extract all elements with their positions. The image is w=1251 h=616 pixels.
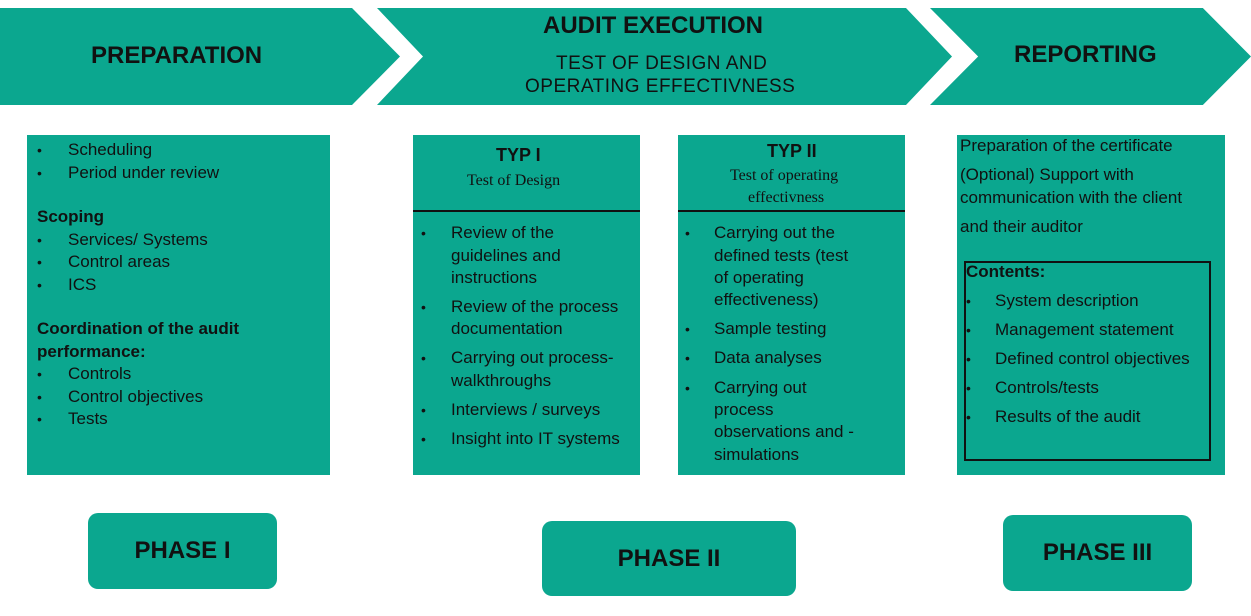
list-item: Review of the — [451, 223, 554, 242]
bullet-icon: • — [37, 232, 42, 248]
audit-execution-subtitle-line1: TEST OF DESIGN AND — [556, 53, 768, 74]
bullet-icon: • — [37, 254, 42, 270]
bullet-icon: • — [37, 389, 42, 405]
typ2-title: TYP II — [767, 141, 817, 161]
list-item: Carrying out process- — [451, 348, 614, 367]
bullet-icon: • — [421, 431, 426, 447]
scoping-heading: Scoping — [37, 207, 105, 226]
bullet-icon: • — [685, 225, 690, 241]
list-item: Sample testing — [714, 319, 827, 338]
contents-heading: Contents: — [966, 262, 1046, 281]
list-item: Controls/tests — [995, 378, 1099, 397]
audit-execution-title: AUDIT EXECUTION — [543, 12, 764, 39]
coordination-heading-line2: performance: — [37, 342, 146, 361]
typ2-subtitle-line1: Test of operating — [730, 167, 839, 184]
list-item: simulations — [714, 445, 800, 464]
list-item: Management statement — [995, 320, 1174, 339]
list-item: documentation — [451, 319, 563, 338]
list-item: instructions — [451, 268, 537, 287]
list-item: Review of the process — [451, 297, 619, 316]
bullet-icon: • — [966, 293, 971, 309]
reporting-text-line1: Preparation of the certificate — [960, 136, 1173, 155]
list-item: Period under review — [68, 163, 220, 182]
bullet-icon: • — [37, 411, 42, 427]
bullet-icon: • — [421, 299, 426, 315]
list-item: Tests — [68, 409, 108, 428]
preparation-box — [27, 135, 330, 475]
typ1-divider — [413, 210, 640, 212]
list-item: Controls — [68, 364, 132, 383]
list-item: Control areas — [68, 252, 171, 271]
bullet-icon: • — [966, 322, 971, 338]
reporting-box — [957, 135, 1225, 475]
reporting-text-line3: communication with the client — [960, 188, 1183, 207]
list-item: Interviews / surveys — [451, 400, 601, 419]
preparation-arrow — [0, 8, 400, 105]
typ1-subtitle: Test of Design — [467, 172, 561, 189]
reporting-title: REPORTING — [1014, 41, 1157, 68]
list-item: Scheduling — [68, 140, 153, 159]
phase-3-label: PHASE III — [1003, 515, 1192, 591]
contents-frame — [964, 261, 1211, 461]
bullet-icon: • — [966, 351, 971, 367]
list-item: ICS — [68, 275, 97, 294]
typ2-subtitle-line2: effectivness — [748, 189, 825, 206]
list-item: process — [714, 400, 774, 419]
bullet-icon: • — [37, 165, 42, 181]
reporting-text-line4: and their auditor — [960, 217, 1083, 236]
list-item: observations and - — [714, 422, 854, 441]
list-item: Services/ Systems — [68, 230, 208, 249]
list-item: Results of the audit — [995, 407, 1141, 426]
bullet-icon: • — [37, 366, 42, 382]
audit-execution-subtitle-line2: OPERATING EFFECTIVNESS — [525, 76, 796, 97]
list-item: defined tests (test — [714, 246, 849, 265]
preparation-title: PREPARATION — [91, 42, 263, 69]
bullet-icon: • — [37, 277, 42, 293]
bullet-icon: • — [421, 350, 426, 366]
typ1-title: TYP I — [496, 145, 541, 165]
bullet-icon: • — [37, 142, 42, 158]
list-item: guidelines and — [451, 246, 561, 265]
list-item: Carrying out the — [714, 223, 835, 242]
bullet-icon: • — [421, 225, 426, 241]
list-item: effectiveness) — [714, 290, 819, 309]
list-item: Control objectives — [68, 387, 204, 406]
list-item: of operating — [714, 268, 804, 287]
list-item: Data analyses — [714, 348, 822, 367]
reporting-arrow — [930, 8, 1251, 105]
list-item: walkthroughs — [451, 371, 552, 390]
list-item: System description — [995, 291, 1139, 310]
bullet-icon: • — [685, 321, 690, 337]
bullet-icon: • — [685, 380, 690, 396]
bullet-icon: • — [966, 409, 971, 425]
bullet-icon: • — [685, 350, 690, 366]
list-item: Defined control objectives — [995, 349, 1190, 368]
coordination-heading-line1: Coordination of the audit — [37, 319, 240, 338]
typ2-box — [678, 135, 905, 475]
list-item: Insight into IT systems — [451, 429, 620, 448]
typ2-divider — [678, 210, 905, 212]
reporting-text-line2: (Optional) Support with — [960, 165, 1134, 184]
bullet-icon: • — [421, 402, 426, 418]
list-item: Carrying out — [714, 378, 807, 397]
bullet-icon: • — [966, 380, 971, 396]
typ1-box — [413, 135, 640, 475]
phase-1-label: PHASE I — [88, 513, 277, 589]
audit-execution-arrow — [377, 8, 952, 105]
phase-2-label: PHASE II — [542, 521, 796, 596]
